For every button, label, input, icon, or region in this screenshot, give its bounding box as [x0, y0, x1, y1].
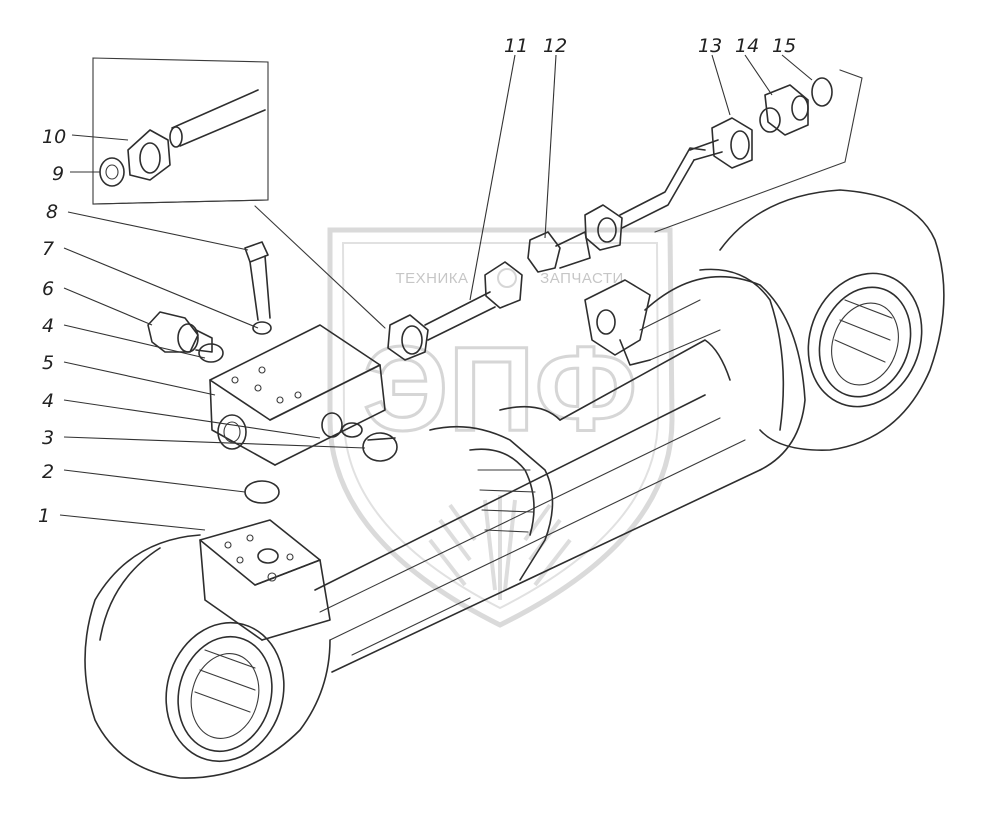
- elbow-fitting: [584, 279, 651, 366]
- callout-4-lower: 4: [42, 390, 54, 412]
- callout-11: 11: [504, 35, 528, 57]
- callout-14: 14: [735, 35, 759, 57]
- callout-labels: 1 2 3 4 4 5 6 7 8 9 10 11 12 13 14 15: [38, 35, 796, 527]
- front-head-block: [199, 519, 331, 641]
- bolt-8: [244, 241, 271, 321]
- watermark-wheat-icon: [428, 495, 572, 600]
- callout-9: 9: [52, 163, 64, 185]
- front-eye: [84, 534, 331, 779]
- callout-4-upper: 4: [42, 315, 54, 337]
- callout-15: 15: [772, 35, 796, 57]
- callout-7: 7: [42, 238, 54, 260]
- watermark-shield: ЭПФ ТЕХНИКА ЗАПЧАСТИ: [327, 227, 675, 628]
- o-ring-4-upper: [198, 343, 224, 363]
- inset-pointer: [92, 199, 386, 329]
- valve-block: [209, 324, 386, 466]
- cylinder-body: [314, 268, 806, 673]
- fitting-13: [711, 117, 753, 169]
- washer-7: [252, 321, 272, 335]
- callout-6: 6: [42, 278, 54, 300]
- callout-10: 10: [42, 126, 66, 148]
- fitting-6: [147, 311, 213, 353]
- watermark-text-right: ЗАПЧАСТИ: [540, 270, 624, 287]
- pipe-bracket-line: [654, 69, 863, 233]
- o-ring-2: [244, 480, 280, 504]
- rear-eye: [719, 189, 945, 451]
- o-ring-4-lower: [341, 422, 363, 438]
- callout-12: 12: [543, 35, 567, 57]
- watermark-gear-icon: [497, 268, 517, 288]
- callout-3: 3: [42, 427, 54, 449]
- o-ring-15: [811, 77, 833, 107]
- callout-8: 8: [46, 201, 58, 223]
- detail-inset: [92, 57, 269, 205]
- leader-lines: [59, 54, 813, 531]
- fitting-14: [759, 84, 809, 136]
- callout-5: 5: [42, 352, 54, 374]
- callout-1: 1: [38, 505, 50, 527]
- watermark-text-left: ТЕХНИКА: [395, 270, 468, 287]
- plug-3: [362, 432, 398, 462]
- pipe-assembly: [387, 139, 723, 361]
- callout-13: 13: [698, 35, 722, 57]
- callout-2: 2: [42, 461, 54, 483]
